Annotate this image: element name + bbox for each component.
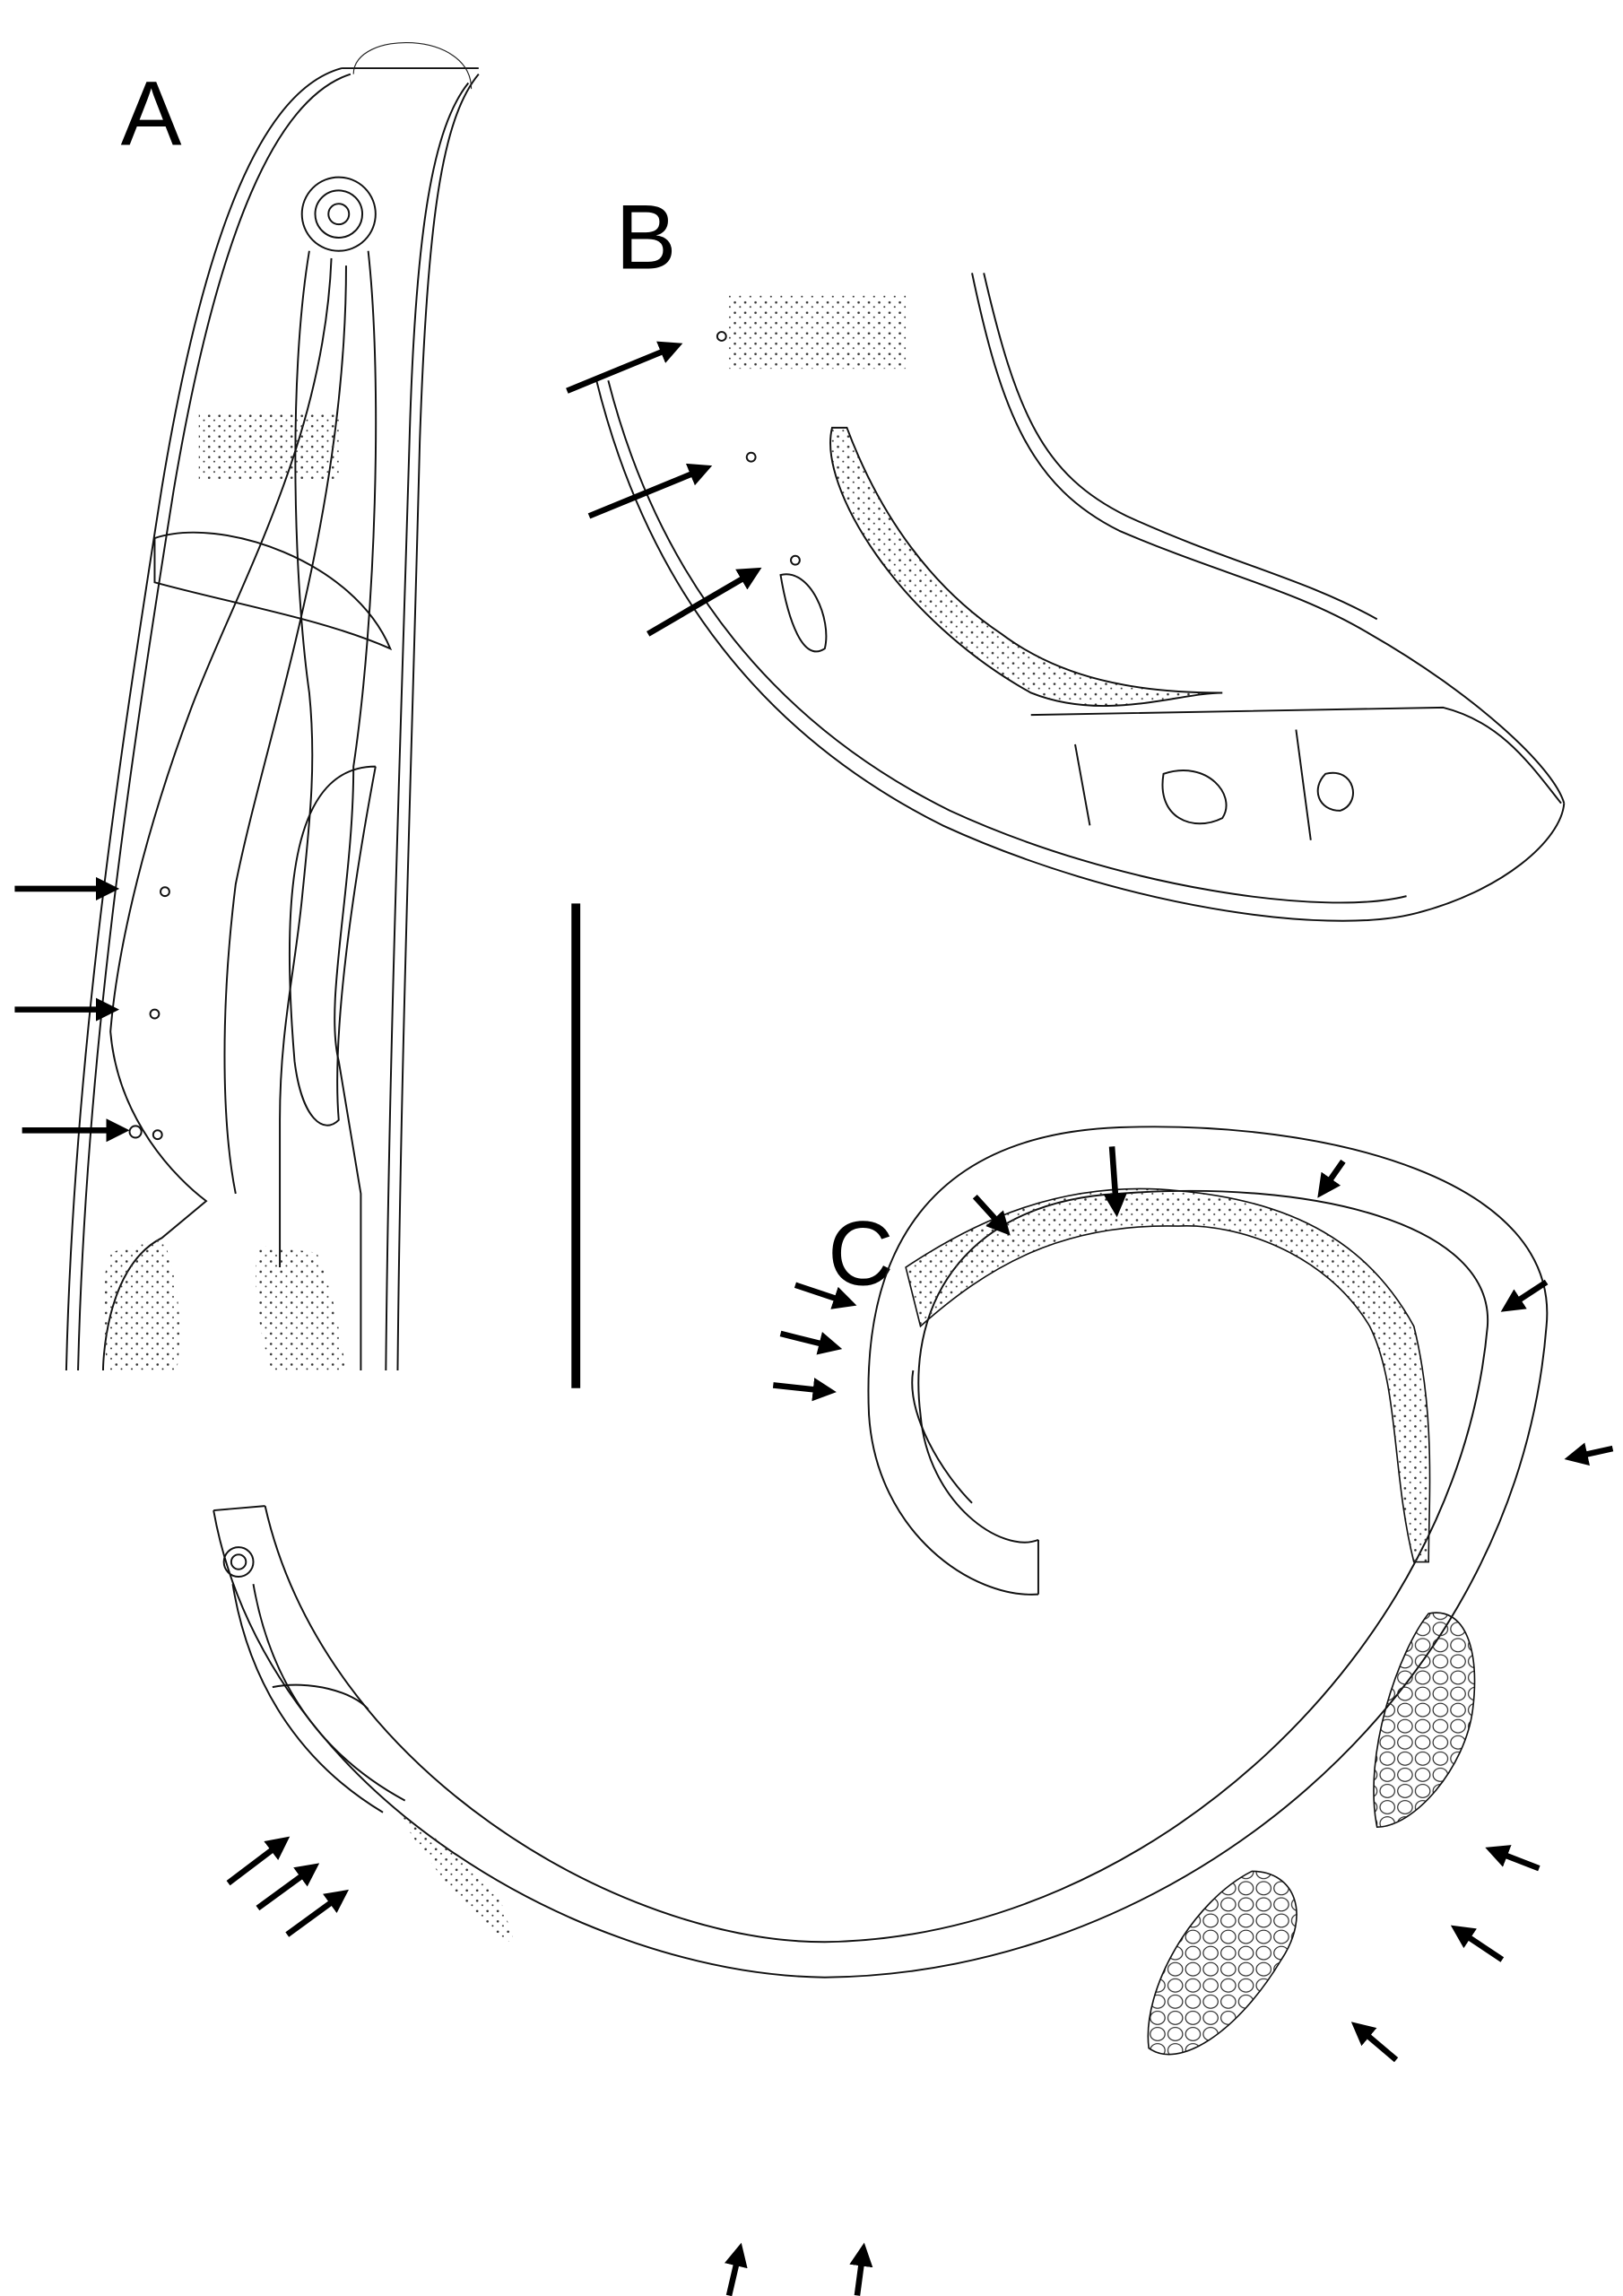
arrow-icon [849, 2242, 873, 2296]
arrow-icon [1500, 1279, 1549, 1312]
panel-c: C [213, 1126, 1614, 2296]
panel-label-a: A [121, 62, 182, 164]
arrow-icon [1485, 1845, 1541, 1872]
arrow-icon [1564, 1442, 1614, 1466]
panel-a: A [14, 42, 480, 1371]
arrow-icon [1103, 1146, 1127, 1218]
whole-body-drawing [213, 1126, 1549, 2056]
panel-label-b: B [616, 186, 677, 288]
arrow-icon [285, 1889, 350, 1937]
arrow-icon [226, 1836, 291, 1886]
arrows-panel-c [226, 1146, 1614, 2296]
tail-body-drawing [595, 273, 1566, 922]
arrows-panel-a [14, 876, 130, 1143]
intestine-c [397, 1812, 516, 1945]
intestine-right [256, 1245, 346, 1371]
germ-cells [1147, 1870, 1298, 2056]
arrow-icon [1317, 1159, 1346, 1198]
arrow-icon [647, 567, 762, 637]
arrow-icon [724, 2242, 748, 2296]
intestine-left [101, 1238, 180, 1371]
spicule [829, 426, 1223, 708]
testis-cells [1373, 1612, 1476, 1829]
pore-field [729, 295, 907, 370]
arrows-panel-b [566, 341, 762, 637]
arrow-icon [772, 1378, 837, 1402]
arrow-icon [794, 1282, 857, 1309]
arrow-icon [779, 1330, 843, 1355]
arrow-icon [587, 463, 713, 519]
panel-label-c: C [828, 1203, 894, 1305]
intestine-c-anterior [905, 1187, 1431, 1563]
arrow-icon [1450, 1925, 1505, 1962]
arrow-icon [1350, 2022, 1399, 2063]
panel-b: B [566, 186, 1566, 922]
stippled-band [198, 413, 339, 480]
arrow-icon [566, 341, 683, 394]
arrow-icon [972, 1194, 1011, 1236]
anterior-body-drawing [65, 42, 480, 1371]
arrow-icon [256, 1863, 320, 1911]
